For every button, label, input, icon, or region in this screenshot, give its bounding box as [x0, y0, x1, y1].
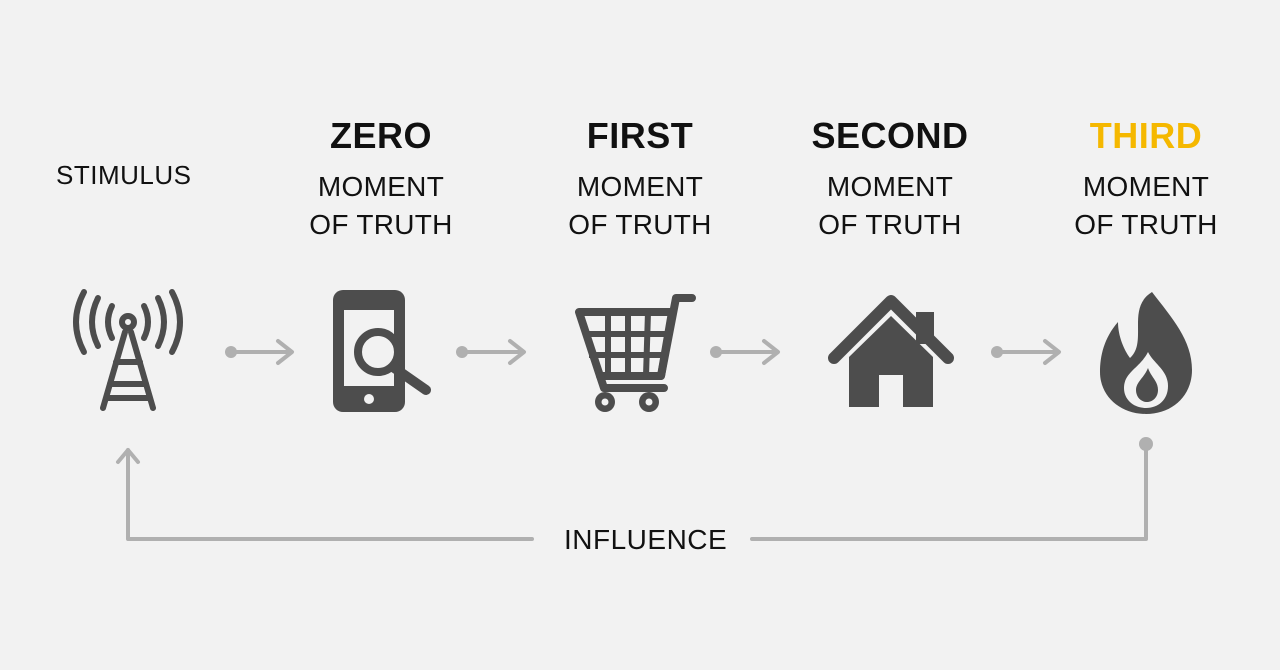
flame-icon: [1100, 292, 1192, 414]
stage-first-label: FIRST MOMENT OF TRUTH: [530, 118, 750, 244]
phone-search-icon: [333, 290, 431, 412]
stage-subtitle-line2: OF TRUTH: [309, 209, 453, 240]
arrow-connector: [991, 339, 1061, 365]
stage-third-label: THIRD MOMENT OF TRUTH: [1036, 118, 1256, 244]
stage-title: FIRST: [586, 115, 694, 156]
stage-subtitle-line1: MOMENT: [576, 171, 704, 202]
stage-title: SECOND: [811, 115, 969, 156]
stage-subtitle-line2: OF TRUTH: [568, 209, 712, 240]
stimulus-label: STIMULUS: [56, 160, 192, 190]
stage-title: ZERO: [329, 115, 432, 156]
influence-loop: [116, 437, 1153, 541]
stage-second-label: SECOND MOMENT OF TRUTH: [780, 118, 1000, 244]
home-icon: [828, 295, 954, 407]
influence-label: INFLUENCE: [564, 524, 728, 555]
arrow-connector: [225, 339, 294, 365]
arrow-connector: [710, 339, 780, 365]
shopping-cart-icon: [575, 294, 696, 412]
arrow-connector: [456, 339, 526, 365]
radio-tower-icon: [73, 289, 183, 411]
stage-subtitle-line1: MOMENT: [826, 171, 954, 202]
stage-title: THIRD: [1089, 115, 1203, 156]
stage-subtitle-line1: MOMENT: [1082, 171, 1210, 202]
stage-subtitle-line1: MOMENT: [317, 171, 445, 202]
stage-subtitle-line2: OF TRUTH: [1074, 209, 1218, 240]
stage-subtitle-line2: OF TRUTH: [818, 209, 962, 240]
stage-zero-label: ZERO MOMENT OF TRUTH: [271, 118, 491, 244]
